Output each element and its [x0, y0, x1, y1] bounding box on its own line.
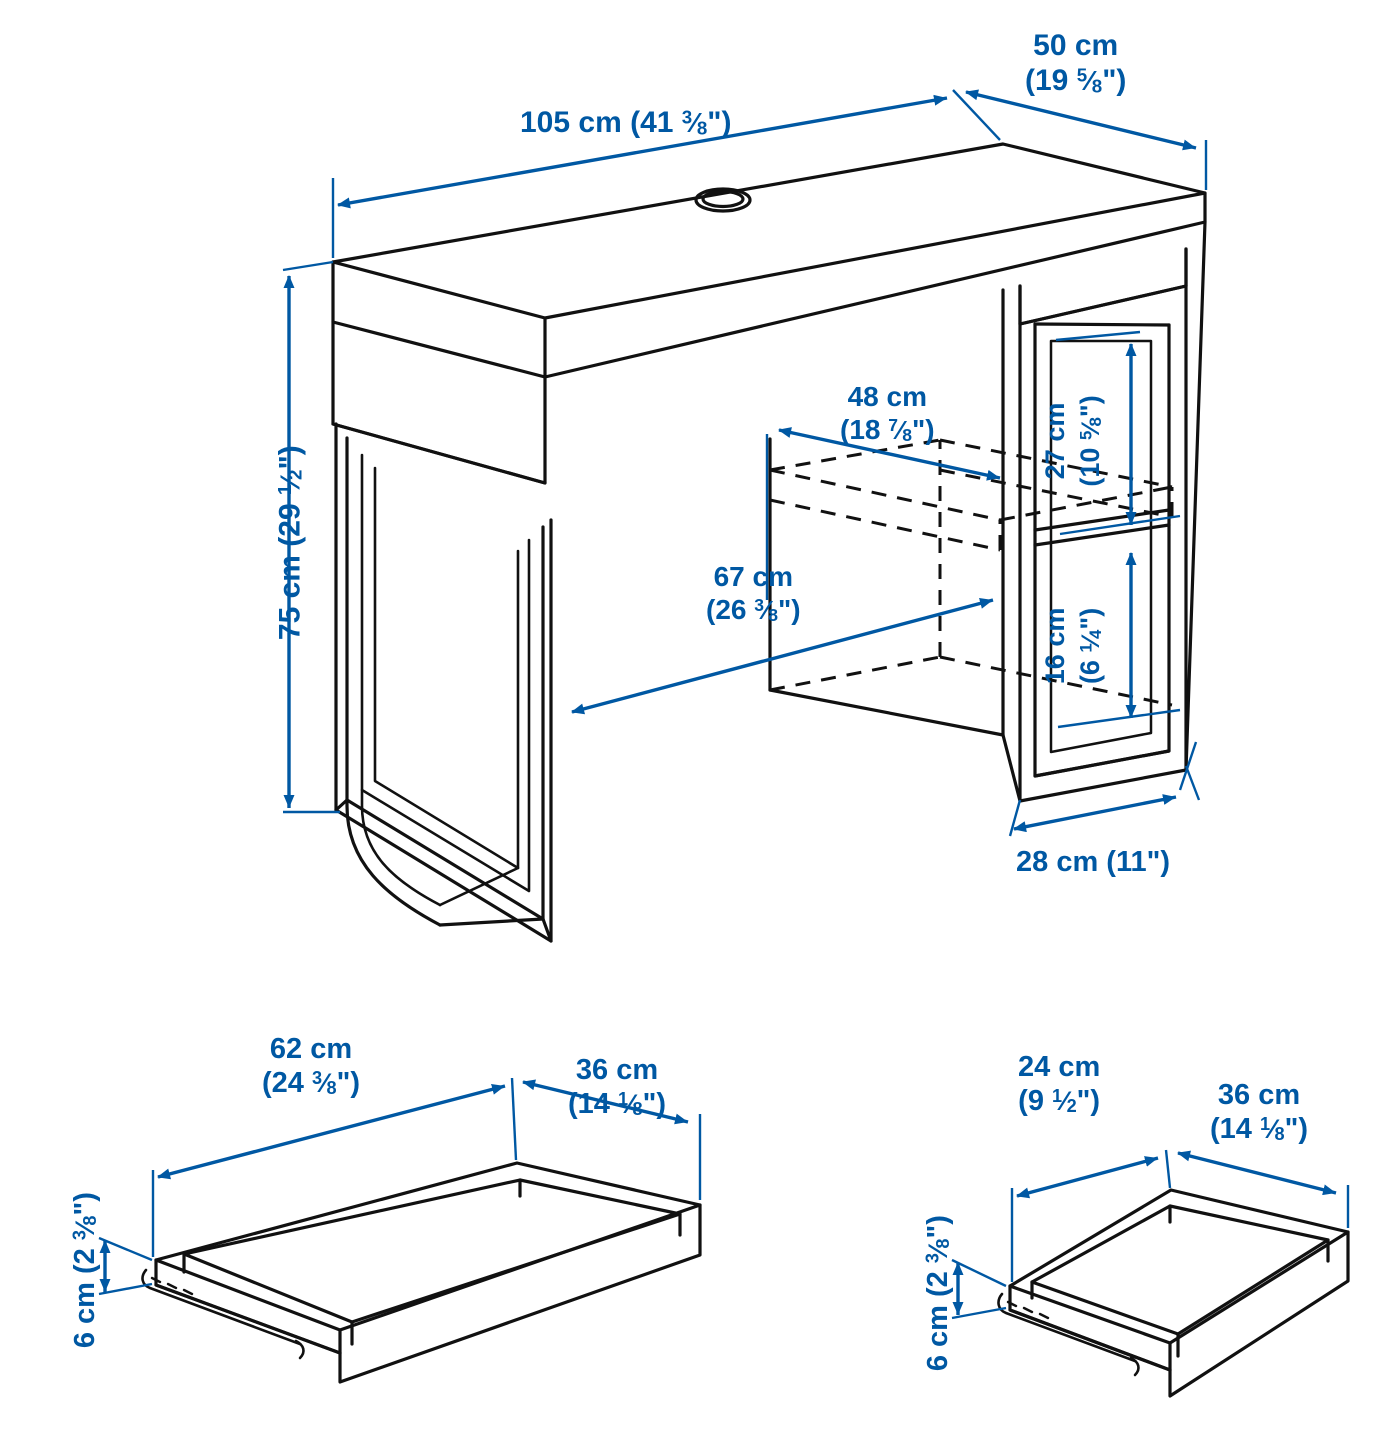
label-small-drawer-d-den: 8	[1274, 1124, 1285, 1145]
dimension-lines-large-drawer	[98, 1077, 702, 1296]
technical-drawing-svg	[98, 89, 1350, 1398]
small-drawer-outline	[997, 1188, 1350, 1398]
label-small-drawer-d-imp: (14	[1210, 1113, 1260, 1146]
desk-body-outline	[331, 142, 1207, 943]
dim-line-desk-depth	[965, 89, 1197, 151]
label-shelf-depth-den: 8	[902, 425, 913, 446]
label-large-drawer-h-num: 3	[69, 1230, 90, 1241]
large-drawer-outline	[141, 1161, 702, 1384]
label-desk-depth-den: 8	[1091, 75, 1103, 97]
label-desk-depth-tail: ")	[1102, 64, 1127, 98]
label-large-drawer-h-den: 8	[80, 1215, 101, 1226]
label-large-drawer-d-metric: 36 cm	[575, 1054, 659, 1086]
label-large-drawer-w-num: 3	[311, 1068, 323, 1089]
label-small-drawer-h-text: 6 cm (2	[921, 1263, 954, 1372]
label-large-drawer-height: 6 cm (2 3⁄8")	[68, 1192, 101, 1349]
label-small-drawer-h-den: 8	[933, 1238, 954, 1249]
label-desk-height: 75 cm (29 1⁄2")	[273, 445, 307, 641]
label-legroom-num: 3	[754, 595, 764, 616]
dimension-lines-small-drawer	[951, 1149, 1350, 1320]
label-desk-depth-imp: (19	[1025, 64, 1077, 98]
label-lower-comp-tail: ")	[1075, 607, 1106, 630]
label-small-drawer-depth: 36 cm (14 1⁄8")	[1210, 1079, 1309, 1146]
label-small-drawer-height: 6 cm (2 3⁄8")	[921, 1215, 954, 1372]
dim-line-large-drawer-depth	[522, 1079, 689, 1125]
label-small-drawer-h-tail: ")	[921, 1215, 954, 1239]
label-large-drawer-d-tail: ")	[642, 1088, 667, 1121]
label-small-drawer-d-metric: 36 cm	[1217, 1079, 1301, 1111]
label-legroom-den: 8	[768, 605, 779, 626]
dimension-drawing-page: 105 cm (41 3⁄8") 50 cm (19 5⁄8") 75 cm (…	[69, 29, 1350, 1398]
label-shelf-depth-metric: 48 cm	[847, 381, 928, 412]
label-desk-depth: 50 cm (19 5⁄8")	[1025, 29, 1127, 98]
label-lower-comp-imp: (6	[1075, 652, 1106, 685]
label-legroom-tail: ")	[778, 594, 801, 626]
label-upper-compartment-imperial: (10 5⁄8")	[1075, 395, 1106, 487]
label-shelf-depth: 48 cm (18 7⁄8")	[840, 381, 935, 446]
label-small-drawer-d-num: 1	[1259, 1114, 1271, 1135]
label-desk-height-text: 75 cm (29	[273, 495, 307, 641]
label-large-drawer-d-num: 1	[617, 1089, 629, 1110]
label-small-drawer-width: 24 cm (9 1⁄2")	[1018, 1051, 1101, 1118]
dim-line-small-drawer-depth	[1177, 1150, 1337, 1196]
label-small-drawer-w-tail: ")	[1076, 1085, 1101, 1118]
label-lower-comp-den: 4	[1086, 629, 1106, 639]
dimension-lines-main	[282, 89, 1208, 837]
label-small-drawer-w-num: 1	[1052, 1086, 1063, 1107]
label-large-drawer-depth: 36 cm (14 1⁄8")	[568, 1054, 667, 1121]
label-lower-compartment-metric: 16 cm	[1040, 607, 1071, 685]
label-legroom-metric: 67 cm	[713, 561, 794, 592]
label-desk-height-tail: ")	[273, 445, 307, 470]
label-large-drawer-d-den: 8	[632, 1099, 643, 1120]
dim-line-small-drawer-width	[1016, 1156, 1159, 1199]
label-shelf-depth-imp: (18	[840, 414, 889, 446]
dim-line-large-drawer-width	[157, 1083, 506, 1180]
label-upper-comp-tail: ")	[1075, 395, 1106, 418]
label-large-drawer-h-tail: ")	[68, 1192, 101, 1216]
label-large-drawer-width: 62 cm (24 3⁄8")	[262, 1033, 361, 1100]
label-desk-depth-metric: 50 cm	[1033, 29, 1119, 62]
label-large-drawer-w-den: 8	[326, 1078, 337, 1099]
label-desk-width-text: 105 cm (41	[520, 106, 682, 139]
label-shelf-depth-num: 7	[888, 415, 898, 436]
label-large-drawer-h-text: 6 cm (2	[68, 1240, 101, 1349]
label-desk-width-num: 3	[681, 106, 693, 128]
label-small-drawer-w-imp: (9	[1018, 1085, 1052, 1118]
label-small-drawer-w-metric: 24 cm	[1018, 1051, 1101, 1083]
dim-line-legroom	[571, 598, 994, 715]
label-small-drawer-w-den: 2	[1066, 1096, 1077, 1117]
label-lower-comp-num: 1	[1076, 643, 1096, 653]
internal-shelf-dashed	[768, 438, 1174, 707]
label-compartment-width: 28 cm (11")	[1016, 846, 1171, 878]
dim-line-shelf-depth	[778, 427, 1001, 481]
label-small-drawer-h-num: 3	[922, 1253, 943, 1264]
dim-line-desk-width	[337, 94, 948, 209]
label-desk-height-den: 2	[284, 469, 306, 480]
label-desk-width: 105 cm (41 3⁄8")	[520, 106, 732, 139]
label-legroom-imp: (26	[706, 594, 755, 626]
label-upper-compartment-metric: 27 cm	[1040, 402, 1071, 480]
label-shelf-depth-tail: ")	[912, 414, 935, 446]
label-small-drawer-d-tail: ")	[1284, 1113, 1309, 1146]
label-upper-comp-den: 8	[1086, 417, 1106, 427]
label-lower-compartment-imperial: (6 1⁄4")	[1075, 607, 1106, 685]
label-desk-depth-num: 5	[1076, 64, 1088, 86]
label-upper-comp-num: 5	[1076, 430, 1096, 441]
label-desk-width-tail: ")	[707, 106, 732, 139]
label-large-drawer-w-metric: 62 cm	[269, 1033, 353, 1065]
label-upper-comp-imp: (10	[1075, 440, 1106, 487]
label-large-drawer-d-imp: (14	[568, 1088, 618, 1121]
label-desk-width-den: 8	[696, 117, 708, 139]
label-large-drawer-w-imp: (24	[262, 1067, 312, 1100]
dim-line-compartment-width	[1013, 794, 1177, 833]
label-large-drawer-w-tail: ")	[336, 1067, 361, 1100]
label-desk-height-num: 1	[273, 484, 295, 496]
label-legroom-width: 67 cm (26 3⁄8")	[706, 561, 801, 626]
